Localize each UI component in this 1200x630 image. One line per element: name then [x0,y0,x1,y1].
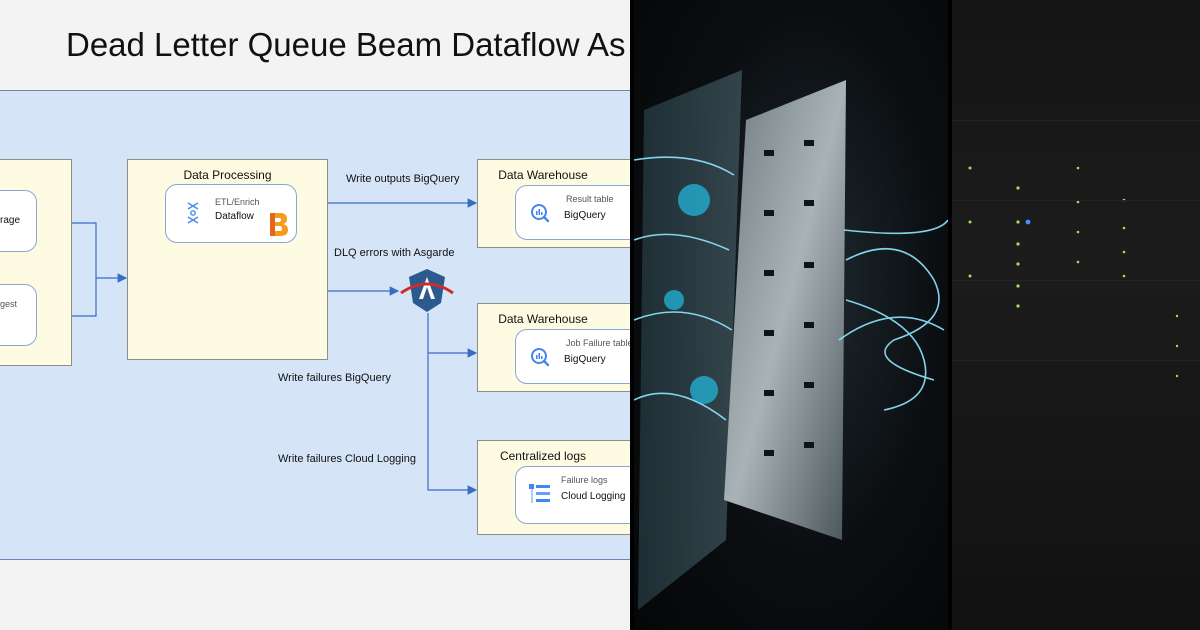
bigquery-icon [531,348,550,367]
source-box: n rage gest [0,159,72,366]
rack-divider [952,120,1200,121]
fiber-cables-illustration [634,70,948,610]
warehouse-failures-box: Data Warehouse Job Failure table BigQuer… [477,303,630,392]
server-rack-photo [952,0,1200,630]
asgarde-shield-icon [400,269,454,312]
bigquery-failures-card: Job Failure table BigQuery [515,329,630,384]
bigquery-failures-sub: Job Failure table [566,338,630,348]
warehouse-results-box: Data Warehouse Result table BigQuery [477,159,630,248]
source-card-storage-label: rage [0,215,21,226]
source-card-ingest: gest [0,284,37,346]
edge-label-write-failures-logging: Write failures Cloud Logging [278,453,416,465]
data-processing-title: Data Processing [183,168,272,182]
cloud-logging-card: Failure logs Cloud Logging [515,466,630,524]
server-leds-illustration [968,166,1179,378]
connector-failures-bq [427,313,478,358]
cloud-logging-main: Cloud Logging [561,491,626,502]
edge-label-write-outputs: Write outputs BigQuery [346,173,460,185]
cloud-logging-icon [529,484,550,503]
apache-beam-icon [270,213,288,236]
dataflow-icon [187,202,199,224]
warehouse-failures-title: Data Warehouse [498,312,588,326]
centralized-logs-box: Centralized logs Failure logs Cloud Logg… [477,440,630,535]
cloud-logging-sub: Failure logs [561,475,608,485]
source-card-ingest-label: gest [0,299,18,309]
rack-divider [952,200,1200,201]
slide-title: Dead Letter Queue Beam Dataflow As [66,26,626,63]
bigquery-icon [531,204,550,223]
bigquery-results-sub: Result table [566,194,614,204]
edge-label-dlq-errors: DLQ errors with Asgarde [334,247,455,259]
bigquery-results-card: Result table BigQuery [515,185,630,240]
centralized-logs-title: Centralized logs [499,449,587,463]
dataflow-card-main: Dataflow [215,211,254,222]
fiber-cables-photo [634,0,948,630]
source-card-storage: rage [0,190,37,252]
diagram-slide: Dead Letter Queue Beam Dataflow As n [0,0,630,630]
data-processing-box: Data Processing ETL/Enrich Dataflow [127,159,328,360]
bigquery-failures-main: BigQuery [564,354,606,365]
connector-failures-logging [427,353,478,495]
rack-divider [952,360,1200,361]
dataflow-card: ETL/Enrich Dataflow [165,184,297,243]
rack-divider [952,280,1200,281]
edge-label-write-failures-bigquery: Write failures BigQuery [278,372,391,384]
warehouse-results-title: Data Warehouse [498,168,588,182]
dataflow-card-sub: ETL/Enrich [215,197,260,207]
diagram-canvas: n rage gest Data Processing ETL/Enrich D… [0,90,630,560]
bigquery-results-main: BigQuery [564,210,606,221]
